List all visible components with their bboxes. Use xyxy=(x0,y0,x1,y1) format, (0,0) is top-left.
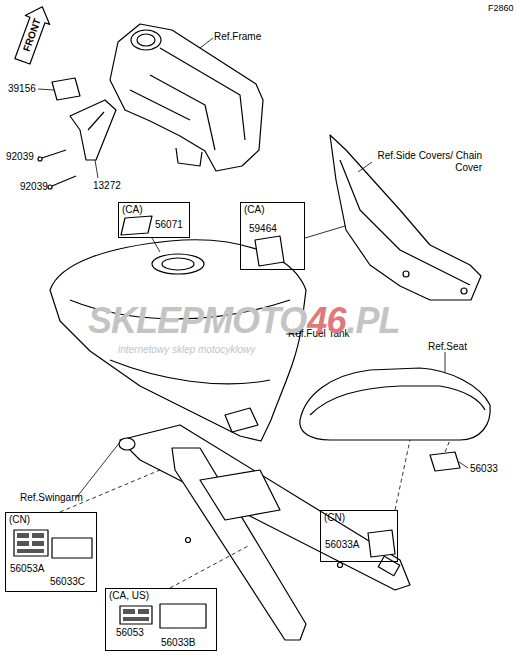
callout-number: 39156 xyxy=(8,83,36,95)
market-code: (CN) xyxy=(9,514,30,526)
callout-number: 92039 xyxy=(6,151,34,163)
part-number: 56053A xyxy=(10,563,44,575)
market-code: (CN) xyxy=(324,512,345,524)
swingarm xyxy=(119,425,410,640)
part-number: 56033B xyxy=(161,637,195,649)
reference-label: Ref.Side Covers/ Chain Cover xyxy=(366,150,482,173)
side-cover xyxy=(330,135,481,300)
frame xyxy=(110,24,263,171)
reference-label: Ref.Seat xyxy=(428,341,467,353)
market-code: (CA) xyxy=(122,204,143,216)
part-number: 56033C xyxy=(50,576,85,588)
watermark: .PL xyxy=(346,300,399,341)
reference-label: Ref.Swingarm xyxy=(20,492,83,504)
figure-code: F2860 xyxy=(488,3,514,13)
decal xyxy=(52,78,80,100)
leader-line xyxy=(38,38,468,588)
watermark: SKLEPMOTO xyxy=(88,300,306,341)
part-number: 56071 xyxy=(155,219,183,231)
part-number: 56033A xyxy=(325,539,359,551)
watermark: internetowy sklep motocyklowy xyxy=(118,344,255,356)
front-arrow xyxy=(10,2,54,65)
callout-number: 56033 xyxy=(470,463,498,475)
market-code: (CA) xyxy=(244,204,265,216)
part-number: 59464 xyxy=(249,223,277,235)
variant-box: (CA) 56071 xyxy=(118,202,190,238)
watermark: 46 xyxy=(307,300,345,341)
reference-label: Ref.Frame xyxy=(214,31,261,43)
seat xyxy=(300,368,490,440)
decal xyxy=(430,452,460,471)
variant-box: (CN) 56033A xyxy=(320,510,398,562)
callout-number: 92039 xyxy=(20,181,48,193)
bracket xyxy=(70,100,116,160)
callout-number: 13272 xyxy=(93,180,121,192)
variant-box: (CA) 59464 xyxy=(240,202,305,270)
market-code: (CA, US) xyxy=(109,590,149,602)
decal xyxy=(14,216,395,628)
variant-box: (CN) 56053A 56033C xyxy=(5,512,97,592)
variant-box: (CA, US) 56053 56033B xyxy=(105,588,217,651)
part-number: 56053 xyxy=(116,627,144,639)
